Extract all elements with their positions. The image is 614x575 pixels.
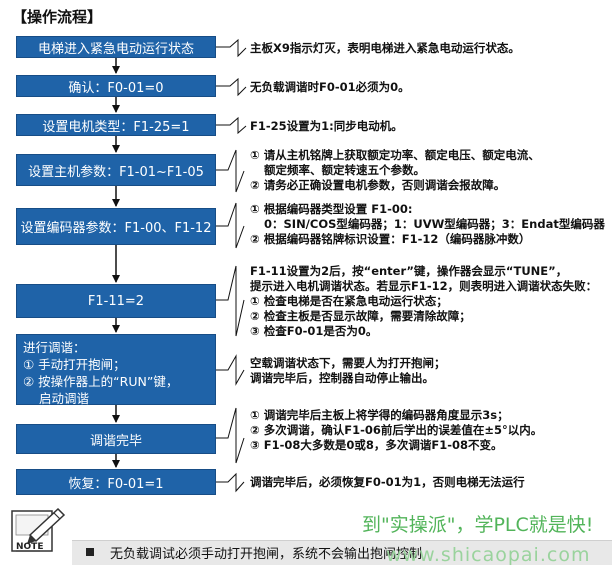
note-line: 调谐完毕后，必须恢复F0-01为1，否则电梯无法运行 <box>250 475 525 489</box>
step-encoder-params: 设置编码器参数：F1-00、F1-12 <box>16 208 216 245</box>
note-4: ① 请从主机铭牌上获取额定功率、额定电压、额定电流、 额定频率、额定转速五个参数… <box>250 148 610 193</box>
note-line: F1-11设置为2后，按“enter”键，操作器会显示“TUNE”， <box>250 264 568 278</box>
bracket-8 <box>216 407 245 464</box>
step-f1-11: F1-11=2 <box>16 284 216 318</box>
step-restore: 恢复：F0-01=1 <box>16 469 216 495</box>
step-tuning-line: ② 按操作器上的“RUN”键， <box>23 374 179 389</box>
step-tuning-line: 启动调谐 <box>39 391 90 406</box>
note-line: ① 检查电梯是否在紧急电动运行状态； <box>250 294 448 308</box>
note-6: F1-11设置为2后，按“enter”键，操作器会显示“TUNE”， 提示进入电… <box>250 264 610 339</box>
note-line: ③ 检查F0-01是否为0。 <box>250 324 378 338</box>
note-text: 无负载调试必须手动打开抱闸，系统不会输出抱闸控制 <box>110 547 423 562</box>
bracket-5 <box>216 202 245 249</box>
note-line: ② 检查主板是否显示故障，需要清除故障； <box>250 309 471 323</box>
bracket-4 <box>216 149 245 193</box>
step-confirm-f0-01: 确认：F0-01=0 <box>16 75 216 97</box>
bracket-2 <box>216 77 247 97</box>
watermark-slogan: 到"实操派"，学PLC就是快! <box>362 514 594 536</box>
bracket-9 <box>216 472 245 493</box>
note-line: ① 调谐完毕后主板上将学得的编码器角度显示3s； <box>250 408 509 422</box>
step-tuning-done: 调谐完毕 <box>16 424 216 454</box>
watermark-url: www.shicaopai.com <box>386 544 591 566</box>
note-line: ③ F1-08大多数是0或8，多次调谐F1-08不变。 <box>250 438 503 452</box>
note-8: ① 调谐完毕后主板上将学得的编码器角度显示3s； ② 多次调谐，确认F1-06前… <box>250 408 610 453</box>
bracket-1 <box>216 38 247 58</box>
note-7: 空载调谐状态下，需要人为打开抱闸； 调谐完毕后，控制器自动停止输出。 <box>250 356 610 386</box>
note-line: ① 根据编码器类型设置 F1-00: <box>250 202 413 216</box>
note-icon-label: NOTE <box>16 542 43 552</box>
note-line: 主板X9指示灯灭，表明电梯进入紧急电动运行状态。 <box>250 41 520 55</box>
note-line: ① 请从主机铭牌上获取额定功率、额定电压、额定电流、 <box>250 148 540 162</box>
step-host-params: 设置主机参数：F1-01~F1-05 <box>16 154 216 186</box>
note-line: F1-25设置为1:同步电动机。 <box>250 119 403 133</box>
note-9: 调谐完毕后，必须恢复F0-01为1，否则电梯无法运行 <box>250 475 610 490</box>
note-bar <box>72 540 612 565</box>
step-emergency-run: 电梯进入紧急电动运行状态 <box>16 36 216 58</box>
note-1: 主板X9指示灯灭，表明电梯进入紧急电动运行状态。 <box>250 41 610 56</box>
step-tuning: 进行调谐： ① 手动打开抱闸； ② 按操作器上的“RUN”键， 启动调谐 <box>16 334 216 406</box>
bracket-6 <box>216 265 245 337</box>
bracket-3 <box>216 116 247 135</box>
note-icon: NOTE <box>8 505 68 557</box>
bracket-7 <box>216 354 245 386</box>
step-tuning-line: 进行调谐： <box>23 340 86 355</box>
note-5: ① 根据编码器类型设置 F1-00: 0：SIN/COS型编码器；1：UVW型编… <box>250 202 610 247</box>
note-line: 提示进入电机调谐状态。若显示F1-12，则表明进入调谐状态失败： <box>250 279 598 293</box>
bullet-icon <box>86 548 94 556</box>
note-line: 空载调谐状态下，需要人为打开抱闸； <box>250 356 446 370</box>
note-line: 调谐完毕后，控制器自动停止输出。 <box>250 371 434 385</box>
note-line: ② 根据编码器铭牌标识设置：F1-12（编码器脉冲数） <box>250 232 531 246</box>
note-2: 无负载调谐时F0-01必须为0。 <box>250 80 610 95</box>
step-motor-type: 设置电机类型：F1-25=1 <box>16 114 216 136</box>
step-tuning-line: ① 手动打开抱闸； <box>23 357 126 372</box>
note-line: 无负载调谐时F0-01必须为0。 <box>250 80 410 94</box>
note-3: F1-25设置为1:同步电动机。 <box>250 119 610 134</box>
note-line: 额定频率、额定转速五个参数。 <box>264 163 425 177</box>
note-line: ② 请务必正确设置电机参数，否则调谐会报故障。 <box>250 178 506 192</box>
page-title: 【操作流程】 <box>12 8 103 26</box>
note-line: ② 多次调谐，确认F1-06前后学出的误差值在±5°以内。 <box>250 423 543 437</box>
note-line: 0：SIN/COS型编码器；1：UVW型编码器；3：Endat型编码器 <box>264 217 605 231</box>
